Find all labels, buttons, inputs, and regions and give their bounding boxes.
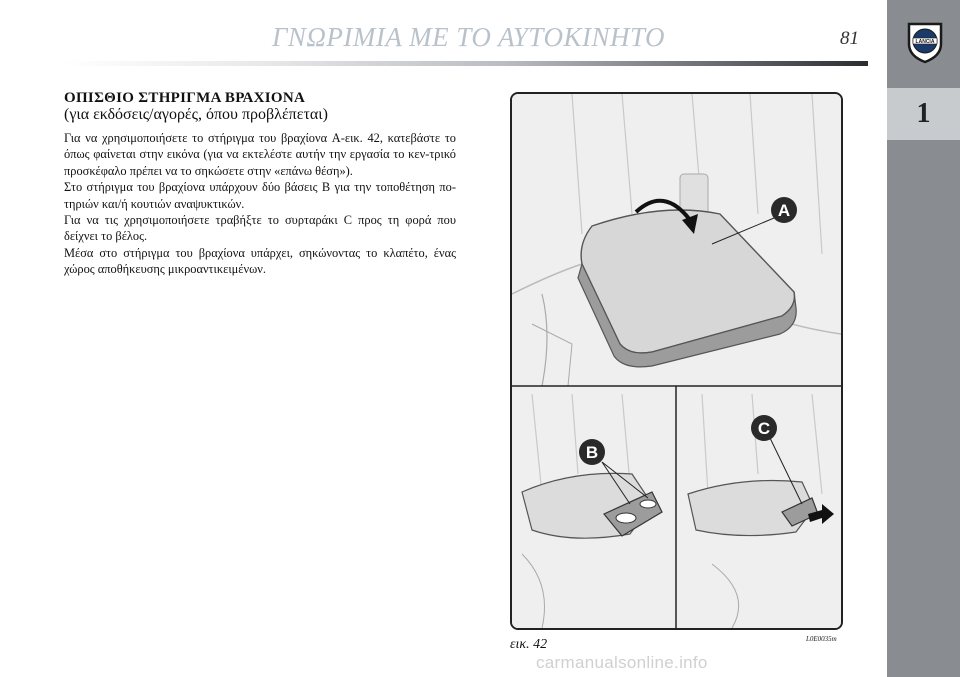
- figure-code: L0E0035m: [806, 635, 837, 643]
- chapter-tab[interactable]: 1: [887, 88, 960, 140]
- logo-text: LANCIA: [916, 39, 935, 45]
- label-c: C: [758, 419, 770, 438]
- paragraph: Μέσα στο στήριγμα του βραχίονα υπάρχει, …: [64, 245, 456, 277]
- section-subtitle: (για εκδόσεις/αγορές, όπου προβλέπεται): [64, 106, 328, 123]
- figure-caption: εικ. 42: [510, 637, 548, 652]
- section-title: ΟΠΙΣΘΙΟ ΣΤΗΡΙΓΜΑ ΒΡΑΧΙΟΝΑ: [64, 90, 306, 106]
- watermark: carmanualsonline.info: [536, 653, 708, 672]
- label-b: B: [586, 443, 598, 462]
- page-number: 81: [840, 28, 859, 49]
- paragraph: Στο στήριγμα του βραχίονα υπάρχουν δύο β…: [64, 180, 456, 211]
- armrest-illustration: A B C: [512, 94, 841, 628]
- paragraph: Για να τις χρησιμοποιήσετε τραβήξτε το σ…: [64, 213, 456, 244]
- header-divider: [64, 61, 868, 66]
- label-a: A: [778, 201, 790, 220]
- page-header-title: ΓΝΩΡΙΜΙΑ ΜΕ ΤΟ ΑΥΤΟΚΙΝΗΤΟ: [272, 22, 665, 52]
- section-body: Για να χρησιμοποιήσετε το στήριγμα του β…: [64, 130, 456, 278]
- lancia-logo-icon: LANCIA: [905, 20, 945, 64]
- armrest-figure: A B C: [510, 92, 843, 630]
- paragraph: Για να χρησιμοποιήσετε το στήριγμα του β…: [64, 131, 456, 178]
